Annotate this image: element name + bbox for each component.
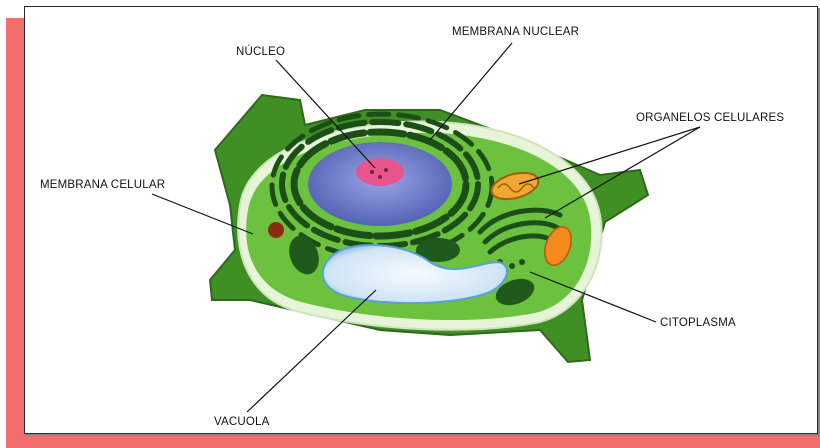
label-membrana-nuclear: MEMBRANA NUCLEAR — [452, 26, 579, 38]
label-nucleo: NÚCLEO — [236, 45, 285, 58]
label-citoplasma: CITOPLASMA — [660, 317, 736, 329]
label-organelos-celulares: ORGANELOS CELULARES — [636, 112, 784, 124]
label-vacuola: VACUOLA — [214, 416, 270, 428]
nucleolus — [356, 158, 404, 186]
small-organelle — [268, 222, 284, 238]
label-membrana-celular: MEMBRANA CELULAR — [40, 179, 165, 191]
